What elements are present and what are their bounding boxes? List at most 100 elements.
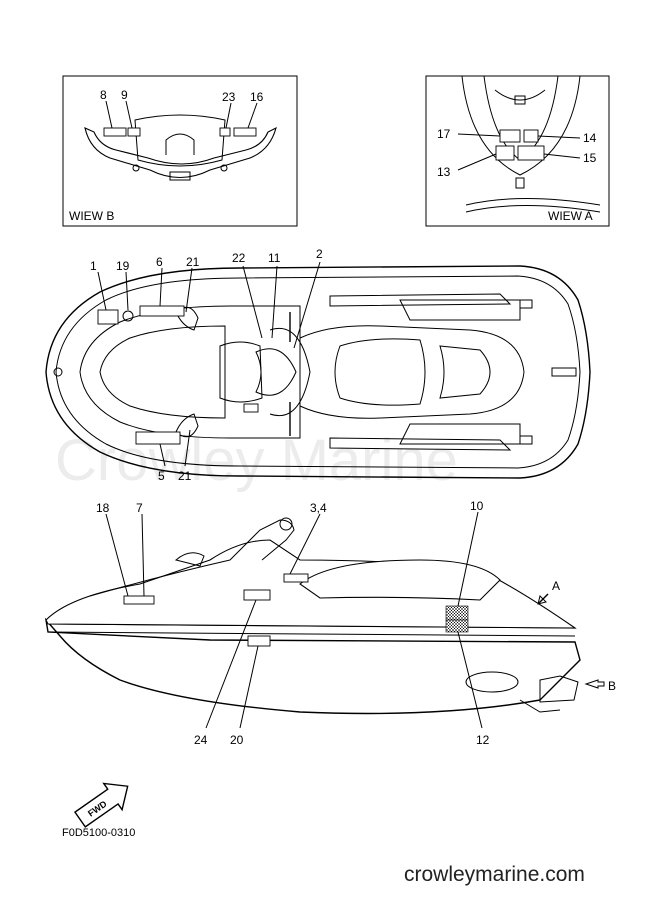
view-b-decal-23 <box>219 127 231 137</box>
callout-7: 7 <box>136 501 143 515</box>
side-view-grip <box>279 517 293 531</box>
view-a-arrow-head <box>537 595 547 605</box>
callout-1: 1 <box>90 259 97 273</box>
side-view-sponson <box>519 699 561 713</box>
top-view-hull-outline <box>45 265 591 479</box>
side-view-decal-12 <box>445 619 469 633</box>
view-a-panel: 17 14 13 15 WIEW A <box>425 75 610 227</box>
view-a-hull-outline <box>461 75 581 176</box>
side-view-mirror <box>174 552 205 567</box>
site-url[interactable]: crowleymarine.com <box>404 863 585 886</box>
top-view-footwell-rear-l <box>399 299 521 321</box>
top-view-deck-edge <box>55 275 581 469</box>
top-view-cleat-left <box>519 299 533 309</box>
drawing-code: F0D5100-0310 <box>62 827 135 839</box>
top-view-stern-handle <box>551 367 577 377</box>
top-view-seat-rear <box>439 345 491 399</box>
view-a-vent <box>514 95 526 105</box>
callout-8: 8 <box>100 88 107 102</box>
side-view-rubrail-1 <box>47 631 576 637</box>
view-b-drain-left <box>132 164 140 172</box>
callout-10: 10 <box>470 499 484 513</box>
side-view-intake <box>465 671 519 693</box>
side-view-seat <box>299 559 501 601</box>
top-view-bow-eye <box>53 367 63 377</box>
callout-21-top: 21 <box>186 255 200 269</box>
view-b-label: WIEW B <box>69 209 114 223</box>
view-b-decal-16 <box>233 127 257 137</box>
callout-19: 19 <box>116 259 130 273</box>
side-view-decal-10 <box>445 605 469 621</box>
top-view-mirror-right <box>175 413 199 438</box>
side-view-hull-outline <box>44 617 581 715</box>
top-view-decal-6 <box>139 305 185 317</box>
callout-22: 22 <box>232 251 246 265</box>
fwd-arrow-shape <box>74 782 129 828</box>
view-b-arrow <box>584 679 605 689</box>
side-view-stern-pump <box>539 675 579 703</box>
view-b-drain-right <box>220 164 228 172</box>
top-view-footwell-left <box>329 293 512 307</box>
view-a-decal-13 <box>495 145 515 161</box>
view-a-label: WIEW A <box>548 209 593 223</box>
top-view-storage <box>219 341 263 403</box>
callout-view-a: A <box>552 579 560 593</box>
top-view-console <box>255 348 297 396</box>
side-view-decal-20 <box>247 635 271 647</box>
callout-20: 20 <box>230 733 244 747</box>
view-b-transom <box>134 114 226 167</box>
callout-18: 18 <box>96 501 110 515</box>
callout-3-4: 3,4 <box>310 501 327 515</box>
view-a-decal-17 <box>499 129 521 143</box>
view-b-panel: 8 9 23 16 WIEW B <box>62 75 298 227</box>
callout-view-b: B <box>608 679 616 693</box>
top-view-decal-5 <box>135 431 181 445</box>
top-view-seat <box>299 325 525 419</box>
top-view-cleat-right <box>519 435 533 445</box>
callout-15: 15 <box>583 151 597 165</box>
callout-6: 6 <box>156 255 163 269</box>
top-view-decal-1 <box>97 309 119 325</box>
callout-24: 24 <box>194 733 208 747</box>
view-b-decal-8 <box>103 127 127 137</box>
callout-11: 11 <box>268 251 281 265</box>
callout-13: 13 <box>437 165 451 179</box>
view-a-frame <box>425 75 610 227</box>
top-view-hood <box>79 305 301 439</box>
side-view-decal-24 <box>243 589 271 601</box>
callout-12: 12 <box>476 733 490 747</box>
top-view-seat-front <box>334 338 426 406</box>
side-view-decal-3-4 <box>283 573 309 583</box>
top-view-footwell-rear-r <box>399 423 521 445</box>
callout-14: 14 <box>583 131 597 145</box>
view-b-decal-9 <box>127 127 141 137</box>
view-b-step <box>169 171 191 181</box>
callout-16: 16 <box>250 90 264 104</box>
top-view-filler-cap <box>122 310 134 322</box>
callout-21-bottom: 21 <box>178 469 192 483</box>
forward-arrow: FWD <box>74 782 129 828</box>
top-view-steering <box>269 328 311 416</box>
view-a-plug <box>515 177 525 189</box>
side-view: 18 7 3,4 10 A B 24 20 12 <box>44 499 616 747</box>
view-a-gunwale-1 <box>465 198 601 206</box>
view-a-decal-14 <box>523 129 539 143</box>
side-view-hood-line <box>89 559 231 597</box>
view-b-tow-eye <box>165 133 195 155</box>
top-view-hood-inner <box>99 325 226 419</box>
top-view-decal-panel <box>243 403 259 413</box>
callout-5: 5 <box>158 469 165 483</box>
view-b-stern-outline <box>84 126 277 178</box>
side-view-steering <box>229 519 295 561</box>
top-view-footwell-right <box>329 437 512 451</box>
view-a-gunwale-2 <box>465 205 601 213</box>
callout-9: 9 <box>121 88 128 102</box>
view-b-frame <box>62 75 298 227</box>
side-view-decal-18-7 <box>123 595 155 605</box>
callout-2: 2 <box>316 247 323 261</box>
callout-17: 17 <box>437 127 451 141</box>
view-a-decal-15 <box>517 145 545 161</box>
top-view: 1 19 6 21 22 11 2 5 21 <box>45 247 591 483</box>
